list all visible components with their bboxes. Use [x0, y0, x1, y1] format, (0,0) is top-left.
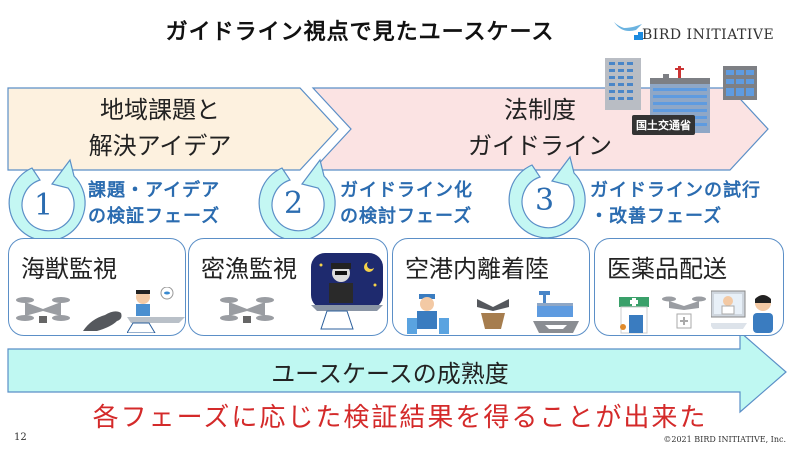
- use-case-label: 空港内離着陸: [405, 255, 549, 283]
- phase-step-2-line1: ガイドライン化: [340, 180, 473, 201]
- phase-step-1-label: 課題・アイデア の検証フェーズ: [88, 178, 220, 230]
- phase-banner-2-line1: 法制度: [504, 96, 576, 124]
- phase-step-2-line1: ガイドラインの試行: [590, 180, 761, 201]
- use-case-card-2: 密漁監視: [188, 238, 388, 336]
- conclusion-text: 各フェーズに応じた検証結果を得ることが出来た: [92, 403, 708, 433]
- phase-banner-1-line1: 地域課題と: [100, 96, 220, 124]
- phase-banner-1: 地域課題と 解決アイデア: [40, 92, 280, 164]
- airport-icon: [533, 291, 579, 333]
- use-case-card-1: 海獣監視: [8, 238, 186, 336]
- step-number-2: 2: [284, 186, 304, 221]
- pharmacy-icon: [619, 297, 649, 334]
- phase-step-1-line1: 課題・アイデア: [88, 180, 221, 201]
- phase-banner-2: 法制度 ガイドライン: [420, 92, 660, 164]
- maturity-arrow-label: ユースケースの成熟度: [271, 360, 509, 388]
- drone-icon: [16, 297, 70, 323]
- use-case-label: 海獣監視: [21, 255, 117, 283]
- use-case-label: 医薬品配送: [607, 255, 727, 283]
- phase-step-3-label: ガイドラインの試行 ・改善フェーズ: [590, 178, 761, 230]
- cycle-arrow-icon-1: [8, 158, 86, 242]
- step-number-1: 1: [34, 188, 54, 223]
- seal-icon: [83, 311, 122, 331]
- phase-banner-2-line2: ガイドライン: [468, 132, 612, 160]
- cycle-arrow-icon-2: [258, 158, 336, 242]
- phase-step-1-line2: の検証フェーズ: [88, 206, 221, 227]
- phase-step-2-line2: ・改善フェーズ: [590, 206, 723, 227]
- copyright: ©2021 BIRD INITIATIVE, Inc.: [663, 435, 786, 444]
- poacher-night-icon: [311, 253, 383, 330]
- use-case-card-4: 医薬品配送: [594, 238, 784, 336]
- bird-initiative-logo: BIRD INITIATIVE: [612, 18, 782, 48]
- phase-banner-1-line2: 解決アイデア: [88, 132, 232, 160]
- telemedicine-icon: [711, 290, 773, 333]
- step-number-3: 3: [535, 183, 555, 218]
- ministry-badge: 国土交通省: [632, 115, 695, 135]
- page-number: 12: [14, 432, 27, 443]
- slide-title: ガイドライン視点で見たユースケース: [165, 19, 555, 45]
- bird-icon: [614, 22, 643, 40]
- logo-text: BIRD INITIATIVE: [642, 27, 775, 43]
- use-case-card-3: 空港内離着陸: [392, 238, 590, 336]
- use-case-label: 密漁監視: [201, 255, 297, 283]
- phase-step-2-label: ガイドライン化 の検討フェーズ: [340, 178, 473, 230]
- drone-icon: [220, 297, 274, 323]
- fisherman-icon: [127, 287, 185, 333]
- cargo-drone-icon: [477, 299, 509, 329]
- phase-step-2-line2: の検討フェーズ: [340, 206, 473, 227]
- medical-drone-icon: [662, 296, 706, 329]
- cycle-arrow-icon-3: [508, 155, 586, 239]
- worker-icon: [407, 294, 449, 334]
